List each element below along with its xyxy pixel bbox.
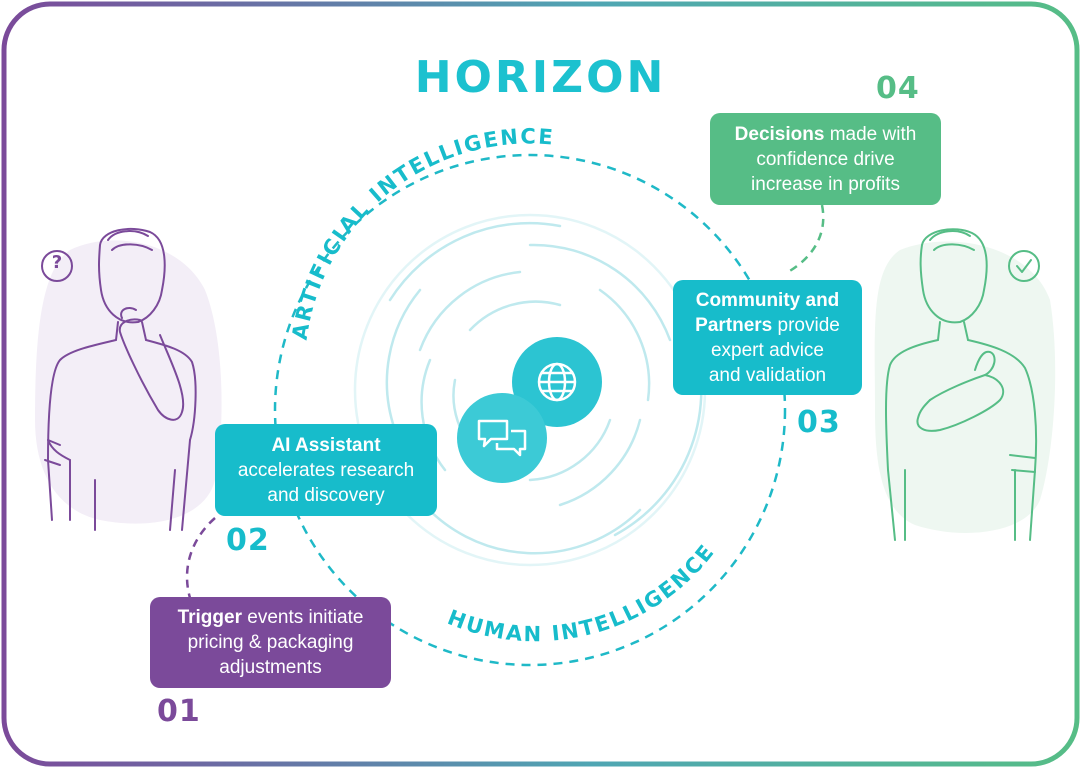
step-number-02: 02 (226, 523, 270, 558)
ring-label-top: ARTIFICIAL INTELLIGENCE (288, 125, 556, 342)
step-02-bold: AI Assistant (271, 434, 381, 456)
step-number-01: 01 (157, 694, 201, 729)
step-box-03: Community and Partners provide expert ad… (673, 280, 862, 395)
question-badge-label: ? (51, 252, 63, 273)
globe-icon (537, 362, 577, 402)
step-01-line2: pricing & packaging (187, 632, 354, 653)
step-03-bold2: Partners (695, 314, 773, 336)
step-number-04: 04 (876, 71, 920, 106)
question-badge-icon (41, 250, 73, 282)
step-01-line3: adjustments (219, 657, 322, 678)
dashed-ring (273, 153, 787, 667)
step-04-line2: confidence drive (756, 148, 895, 170)
step-02-line2: accelerates research (237, 459, 415, 481)
step-01-bold: Trigger (177, 607, 242, 628)
check-mark-icon (1016, 259, 1032, 273)
page-title: HORIZON (414, 52, 667, 103)
step-box-02: AI Assistant accelerates research and di… (215, 424, 437, 516)
step-03-bold1: Community and (695, 289, 840, 311)
approving-person-icon (885, 228, 1038, 541)
chat-circle (457, 393, 547, 483)
step-03-line2: provide (772, 314, 840, 336)
left-person-blob (35, 240, 222, 524)
step-02-line3: and discovery (267, 484, 385, 506)
step-box-01: Trigger events initiate pricing & packag… (150, 597, 391, 688)
step-04-line1: made with (824, 123, 917, 145)
connector-01-02 (185, 517, 216, 599)
step-03-line4: and validation (708, 364, 827, 386)
step-box-04: Decisions made with confidence drive inc… (710, 113, 941, 205)
step-03-line3: expert advice (710, 339, 824, 361)
check-badge-icon (1008, 250, 1040, 282)
ring-label-bottom: HUMAN INTELLIGENCE (444, 539, 719, 646)
right-person-blob (874, 241, 1056, 533)
step-01-line1: events initiate (241, 607, 364, 628)
step-number-03: 03 (797, 405, 841, 440)
step-04-line3: increase in profits (751, 173, 900, 195)
chat-bubbles-icon (477, 419, 527, 457)
thinking-person-icon (44, 227, 197, 531)
connector-03-04 (787, 204, 825, 274)
step-04-bold: Decisions (734, 123, 825, 145)
